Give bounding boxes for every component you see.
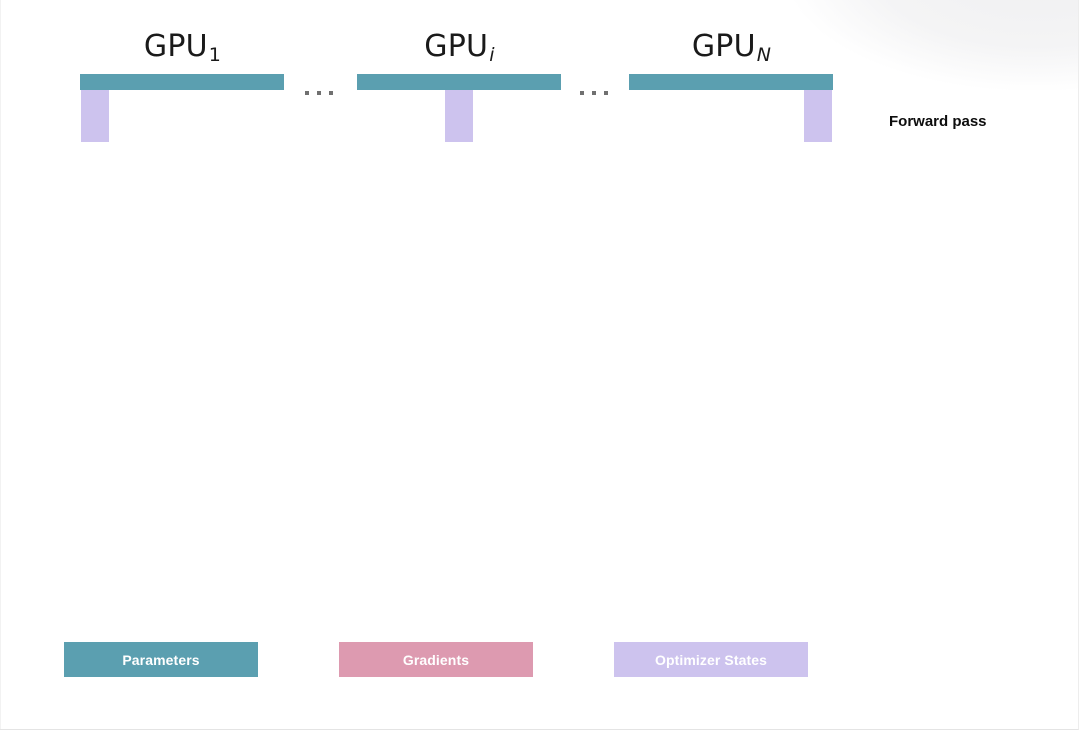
gpu-label-1: GPU1: [80, 29, 284, 66]
legend-label-parameters: Parameters: [122, 651, 200, 668]
gpu-label-3: GPUN: [629, 29, 833, 66]
gpu-label-text-1: GPU: [143, 29, 208, 64]
parameters-bar-1: [80, 74, 284, 90]
legend-item-optimizer-states: Optimizer States: [614, 642, 808, 677]
gpu-label-2: GPUi: [357, 29, 561, 66]
gpu-label-subscript-1: 1: [208, 44, 222, 66]
gpu-column-2: GPUi: [357, 30, 561, 144]
gpu-memory-stack-2: [357, 74, 561, 144]
legend-item-parameters: Parameters: [64, 642, 258, 677]
optimizer-states-block-1: [81, 90, 109, 142]
gpu-column-1: GPU1: [80, 30, 284, 144]
legend-label-optimizer-states: Optimizer States: [654, 651, 768, 668]
gpu-label-text-3: GPU: [691, 29, 756, 64]
ellipsis-dot: [329, 91, 333, 95]
optimizer-states-block-3: [804, 90, 832, 142]
optimizer-states-block-2: [445, 90, 473, 142]
legend-item-gradients: Gradients: [339, 642, 533, 677]
ellipsis-dot: [580, 91, 584, 95]
gpu-label-subscript-3: N: [756, 44, 772, 66]
slide-left-edge: [0, 0, 1, 729]
ellipsis-dot: [305, 91, 309, 95]
gpu-label-subscript-2: i: [489, 44, 495, 66]
ellipsis-dot: [604, 91, 608, 95]
legend: Parameters Gradients Optimizer States: [64, 642, 808, 677]
gpu-column-3: GPUN: [629, 30, 833, 144]
ellipsis-dot: [317, 91, 321, 95]
gpu-memory-stack-1: [80, 74, 284, 144]
forward-pass-label: Forward pass: [889, 113, 987, 130]
parameters-bar-3: [629, 74, 833, 90]
parameters-bar-2: [357, 74, 561, 90]
ellipsis-separator-1: [305, 91, 333, 95]
legend-label-gradients: Gradients: [402, 651, 470, 668]
ellipsis-separator-2: [580, 91, 608, 95]
gpu-label-text-2: GPU: [424, 29, 489, 64]
ellipsis-dot: [592, 91, 596, 95]
gpu-memory-stack-3: [629, 74, 833, 144]
